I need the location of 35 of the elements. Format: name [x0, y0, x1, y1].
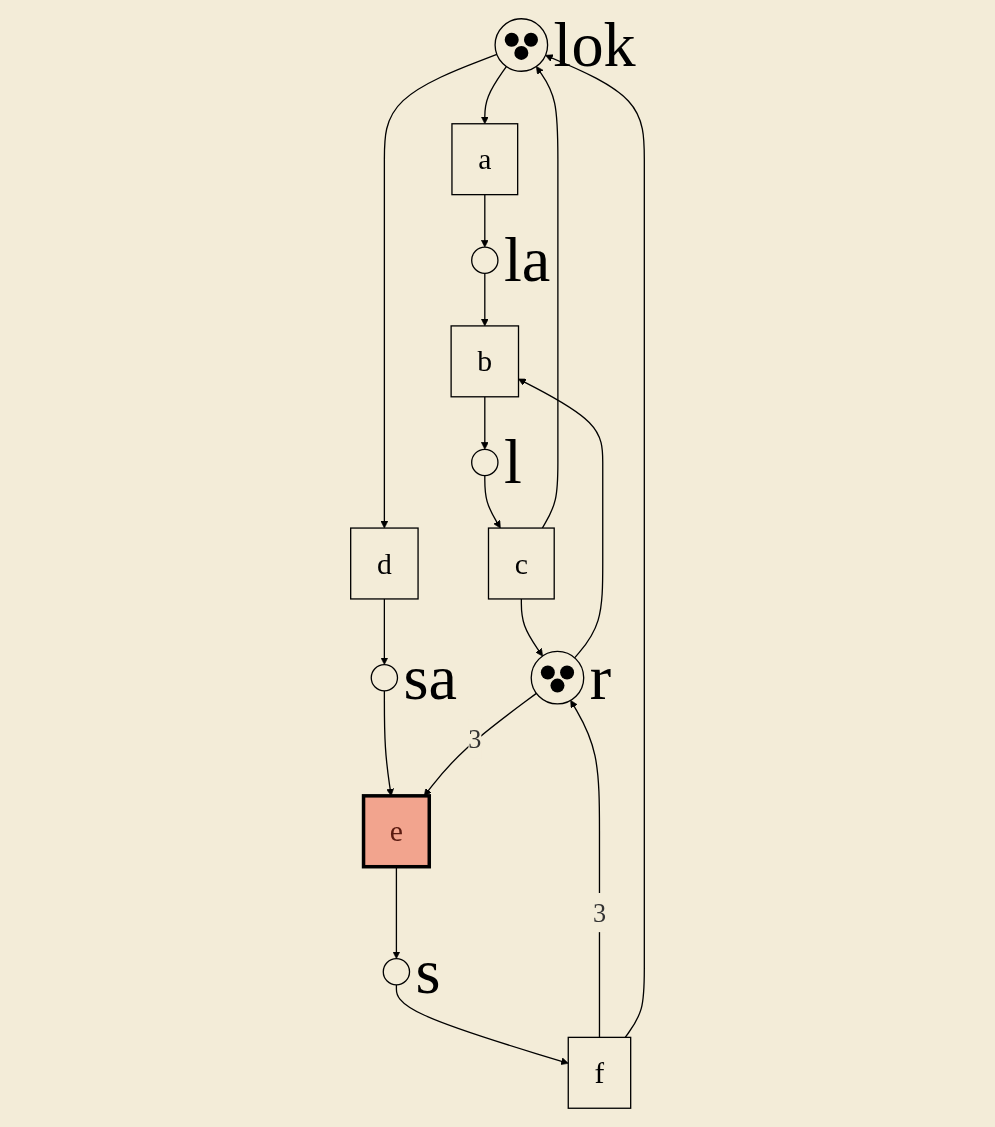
node-circle	[382, 957, 411, 986]
arrow	[480, 396, 489, 450]
arrow	[480, 65, 507, 125]
arrow	[484, 474, 501, 529]
place-label: la	[503, 228, 551, 293]
edge-label: 3	[592, 898, 607, 928]
arrow	[520, 598, 543, 657]
node-circle	[471, 448, 499, 477]
node-box: e	[361, 794, 431, 869]
arrow	[480, 194, 489, 248]
node-box: f	[567, 1036, 632, 1109]
arrow	[380, 53, 498, 529]
node-box: a	[451, 123, 519, 196]
place-label: lok	[553, 12, 636, 78]
arrow	[545, 54, 645, 1039]
arrow	[570, 700, 601, 1039]
node-box: c	[487, 527, 555, 600]
arrow	[395, 984, 569, 1065]
arrow	[423, 692, 538, 797]
arrow	[536, 66, 559, 529]
place-label: l	[503, 430, 522, 495]
place-label: s	[415, 939, 441, 1004]
place-label: r	[589, 645, 612, 710]
arrow	[518, 378, 604, 659]
node-circle	[494, 18, 549, 72]
arrow	[392, 866, 401, 959]
edge-label: 3	[468, 724, 482, 754]
place-label: sa	[403, 645, 457, 710]
node-circle	[370, 663, 399, 692]
node-box: d	[350, 527, 419, 600]
node-circle	[471, 246, 499, 275]
node-circle	[530, 650, 585, 705]
arrow	[380, 598, 389, 665]
node-box: b	[450, 325, 520, 398]
arrow	[480, 272, 489, 327]
